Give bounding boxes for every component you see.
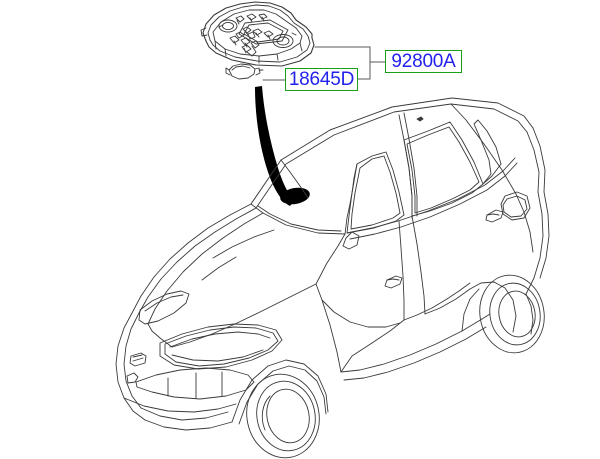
- front-grille: [159, 323, 283, 370]
- callout-92800A[interactable]: 92800A: [385, 50, 462, 73]
- front-wheel: [246, 373, 320, 459]
- callout-18645D[interactable]: 18645D: [285, 68, 358, 91]
- front-door-handle: [384, 275, 403, 289]
- rear-wheel: [479, 274, 545, 354]
- rear-door-handle: [485, 209, 504, 223]
- rear-rim: [498, 290, 536, 338]
- room-lamp-assembly-drawing: [200, 1, 315, 67]
- rear-lamp: [500, 191, 531, 221]
- location-pointer: [255, 86, 310, 206]
- festoon-bulb-drawing: [225, 63, 264, 80]
- headlamp: [138, 290, 190, 325]
- leader-lines: [262, 46, 386, 81]
- front-rim: [266, 388, 310, 444]
- side-mirror: [342, 231, 360, 250]
- kia-badge: [129, 352, 147, 367]
- vehicle-body-drawing: [115, 97, 550, 459]
- roof-antenna: [416, 116, 424, 122]
